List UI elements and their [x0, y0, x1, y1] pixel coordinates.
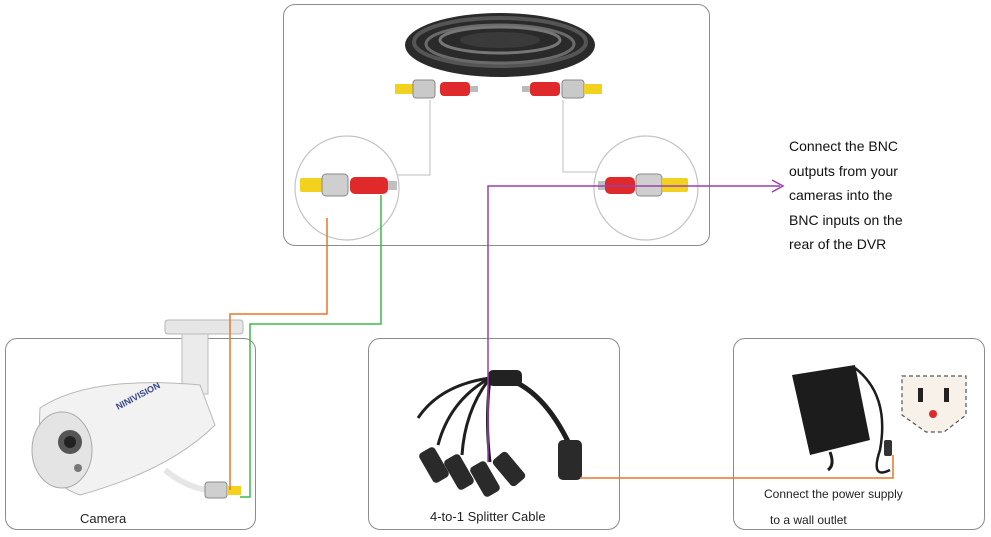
bnc-note-line: BNC inputs on the: [789, 211, 903, 228]
camera-caption: Camera: [80, 511, 127, 526]
wall-outlet-icon: [901, 375, 967, 433]
arrow-head-icon: [771, 179, 785, 193]
purple-wire: [487, 185, 780, 462]
power-adapter-illustration: [792, 365, 892, 474]
splitter-illustration: [416, 370, 582, 497]
power-wire: [580, 455, 894, 479]
power-caption-line1: Connect the power supply: [764, 487, 903, 501]
bnc-note-line: cameras into the: [789, 187, 893, 203]
splitter-caption: 4-to-1 Splitter Cable: [430, 509, 546, 524]
bnc-note-line: outputs from your: [789, 162, 898, 179]
camera-illustration: NINIVISION: [31, 319, 244, 499]
callout-line-right: [562, 100, 600, 173]
bnc-instruction-note: Connect the BNC outputs from your camera…: [789, 134, 979, 257]
green-wire: [240, 195, 382, 498]
orange-wire: [229, 218, 328, 490]
bnc-note-line: Connect the BNC: [789, 138, 898, 154]
power-caption-line2: to a wall outlet: [770, 513, 847, 527]
connector-closeup-left: [294, 135, 400, 241]
bnc-note-line: rear of the DVR: [789, 236, 887, 252]
connector-closeup-right: [593, 135, 699, 241]
cable-coil-illustration: [395, 13, 602, 99]
